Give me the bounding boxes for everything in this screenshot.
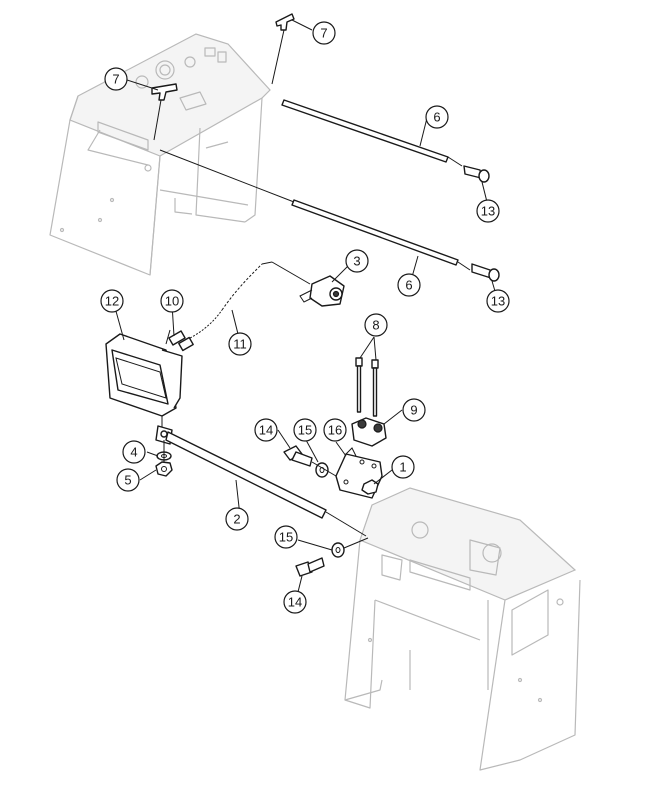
callout-15-lower: 15	[274, 525, 298, 549]
callout-2: 2	[225, 507, 249, 531]
svg-text:6: 6	[433, 110, 440, 125]
svg-text:15: 15	[298, 423, 312, 438]
svg-text:6: 6	[405, 278, 412, 293]
cable-fitting	[165, 329, 194, 352]
arm-bar	[155, 425, 367, 537]
callout-11: 11	[228, 332, 252, 356]
nut	[155, 440, 173, 477]
tube-upper	[463, 165, 490, 183]
callout-15-upper: 15	[293, 418, 317, 442]
callout-4: 4	[122, 440, 146, 464]
svg-text:7: 7	[112, 72, 119, 87]
svg-text:14: 14	[288, 595, 302, 610]
svg-text:3: 3	[353, 254, 360, 269]
rod-upper	[281, 99, 463, 167]
bolt-lower-14	[295, 557, 325, 577]
callout-6-lower: 6	[397, 273, 421, 297]
lamp-housing	[105, 333, 183, 430]
svg-text:1: 1	[399, 460, 406, 475]
callout-6-upper: 6	[425, 105, 449, 129]
callout-3: 3	[345, 249, 369, 273]
svg-text:13: 13	[491, 294, 505, 309]
callout-7-left: 7	[104, 67, 128, 91]
lower-frame-ghost	[344, 487, 581, 771]
tube-lower	[471, 263, 500, 282]
svg-text:8: 8	[372, 318, 379, 333]
svg-text:2: 2	[233, 512, 240, 527]
callout-14-lower: 14	[283, 590, 307, 614]
callout-13-upper: 13	[476, 199, 500, 223]
bolt-right	[371, 359, 379, 417]
washer-lower-15	[331, 537, 369, 558]
washer-upper-15	[311, 461, 337, 478]
svg-text:16: 16	[328, 423, 342, 438]
callout-8: 8	[364, 313, 388, 337]
callout-14-upper: 14	[254, 418, 278, 442]
callout-7-top: 7	[312, 21, 336, 45]
callout-1: 1	[391, 455, 415, 479]
clamp-block	[351, 417, 387, 447]
svg-text:9: 9	[410, 403, 417, 418]
svg-text:15: 15	[279, 530, 293, 545]
coiled-cord	[189, 261, 273, 339]
t-handle-upper	[271, 13, 295, 85]
svg-text:14: 14	[259, 423, 273, 438]
svg-text:4: 4	[130, 445, 137, 460]
rod-lower	[159, 149, 471, 271]
callout-16: 16	[323, 418, 347, 442]
callout-13-lower: 13	[486, 289, 510, 313]
svg-text:13: 13	[481, 204, 495, 219]
svg-text:10: 10	[165, 294, 179, 309]
callout-12: 12	[100, 289, 124, 313]
callout-5: 5	[116, 468, 140, 492]
svg-text:12: 12	[105, 294, 119, 309]
callout-10: 10	[160, 289, 184, 313]
upper-frame-ghost	[49, 33, 271, 276]
leader-lines	[113, 19, 498, 597]
svg-text:5: 5	[124, 473, 131, 488]
connector-plug	[271, 261, 345, 307]
bolt-upper-14	[283, 445, 313, 467]
t-handle-left	[151, 83, 178, 141]
callout-9: 9	[402, 398, 426, 422]
svg-text:11: 11	[233, 337, 247, 352]
bolt-left	[355, 357, 363, 413]
svg-text:7: 7	[320, 26, 327, 41]
